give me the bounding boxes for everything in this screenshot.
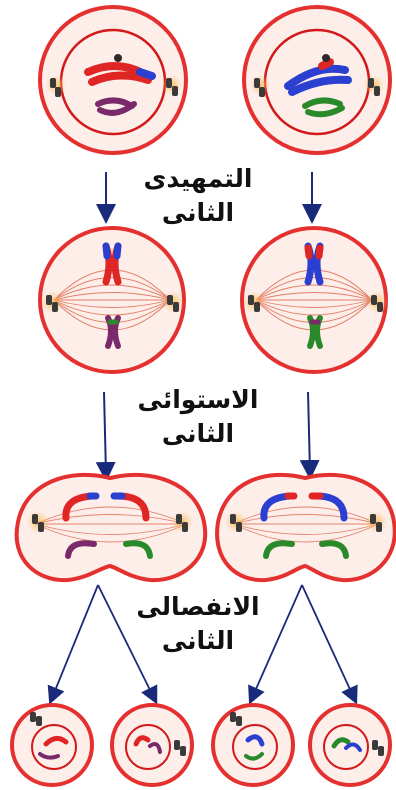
daughter-cell	[213, 705, 293, 785]
daughter-cell	[310, 705, 390, 785]
stage-label-line: الانفصالى	[118, 590, 278, 624]
prophase-cell-left	[40, 7, 186, 153]
stage-label-line: الاستوائى	[118, 383, 278, 417]
metaphase-ii-label: الاستوائى الثانى	[118, 383, 278, 451]
anaphase-cell-left	[17, 475, 206, 580]
metaphase-cell-right	[242, 228, 388, 372]
metaphase-cell-left	[40, 228, 184, 372]
centriole-pair-icon	[41, 291, 63, 313]
down-arrow-icon	[308, 392, 310, 472]
anaphase-ii-label: الانفصالى الثانى	[118, 590, 278, 658]
prophase-ii-label: التمهيدى الثانى	[118, 162, 278, 230]
daughter-cell	[112, 705, 192, 785]
stage-label-line: الثانى	[118, 417, 278, 451]
centriole-pair-icon	[162, 291, 184, 313]
centriole-pair-icon	[27, 511, 49, 533]
centriole-pair-icon	[225, 511, 247, 533]
anaphase-cell-right	[217, 475, 395, 580]
centriole-pair-icon	[366, 291, 388, 313]
prophase-cell-right	[244, 7, 390, 153]
centriole-pair-icon	[243, 291, 265, 313]
centriole-pair-icon	[171, 511, 193, 533]
down-arrow-icon	[104, 392, 106, 474]
daughter-cell	[12, 705, 92, 785]
stage-label-line: التمهيدى	[118, 162, 278, 196]
centriole-pair-icon	[365, 511, 387, 533]
stage-label-line: الثانى	[118, 624, 278, 658]
stage-label-line: الثانى	[118, 196, 278, 230]
